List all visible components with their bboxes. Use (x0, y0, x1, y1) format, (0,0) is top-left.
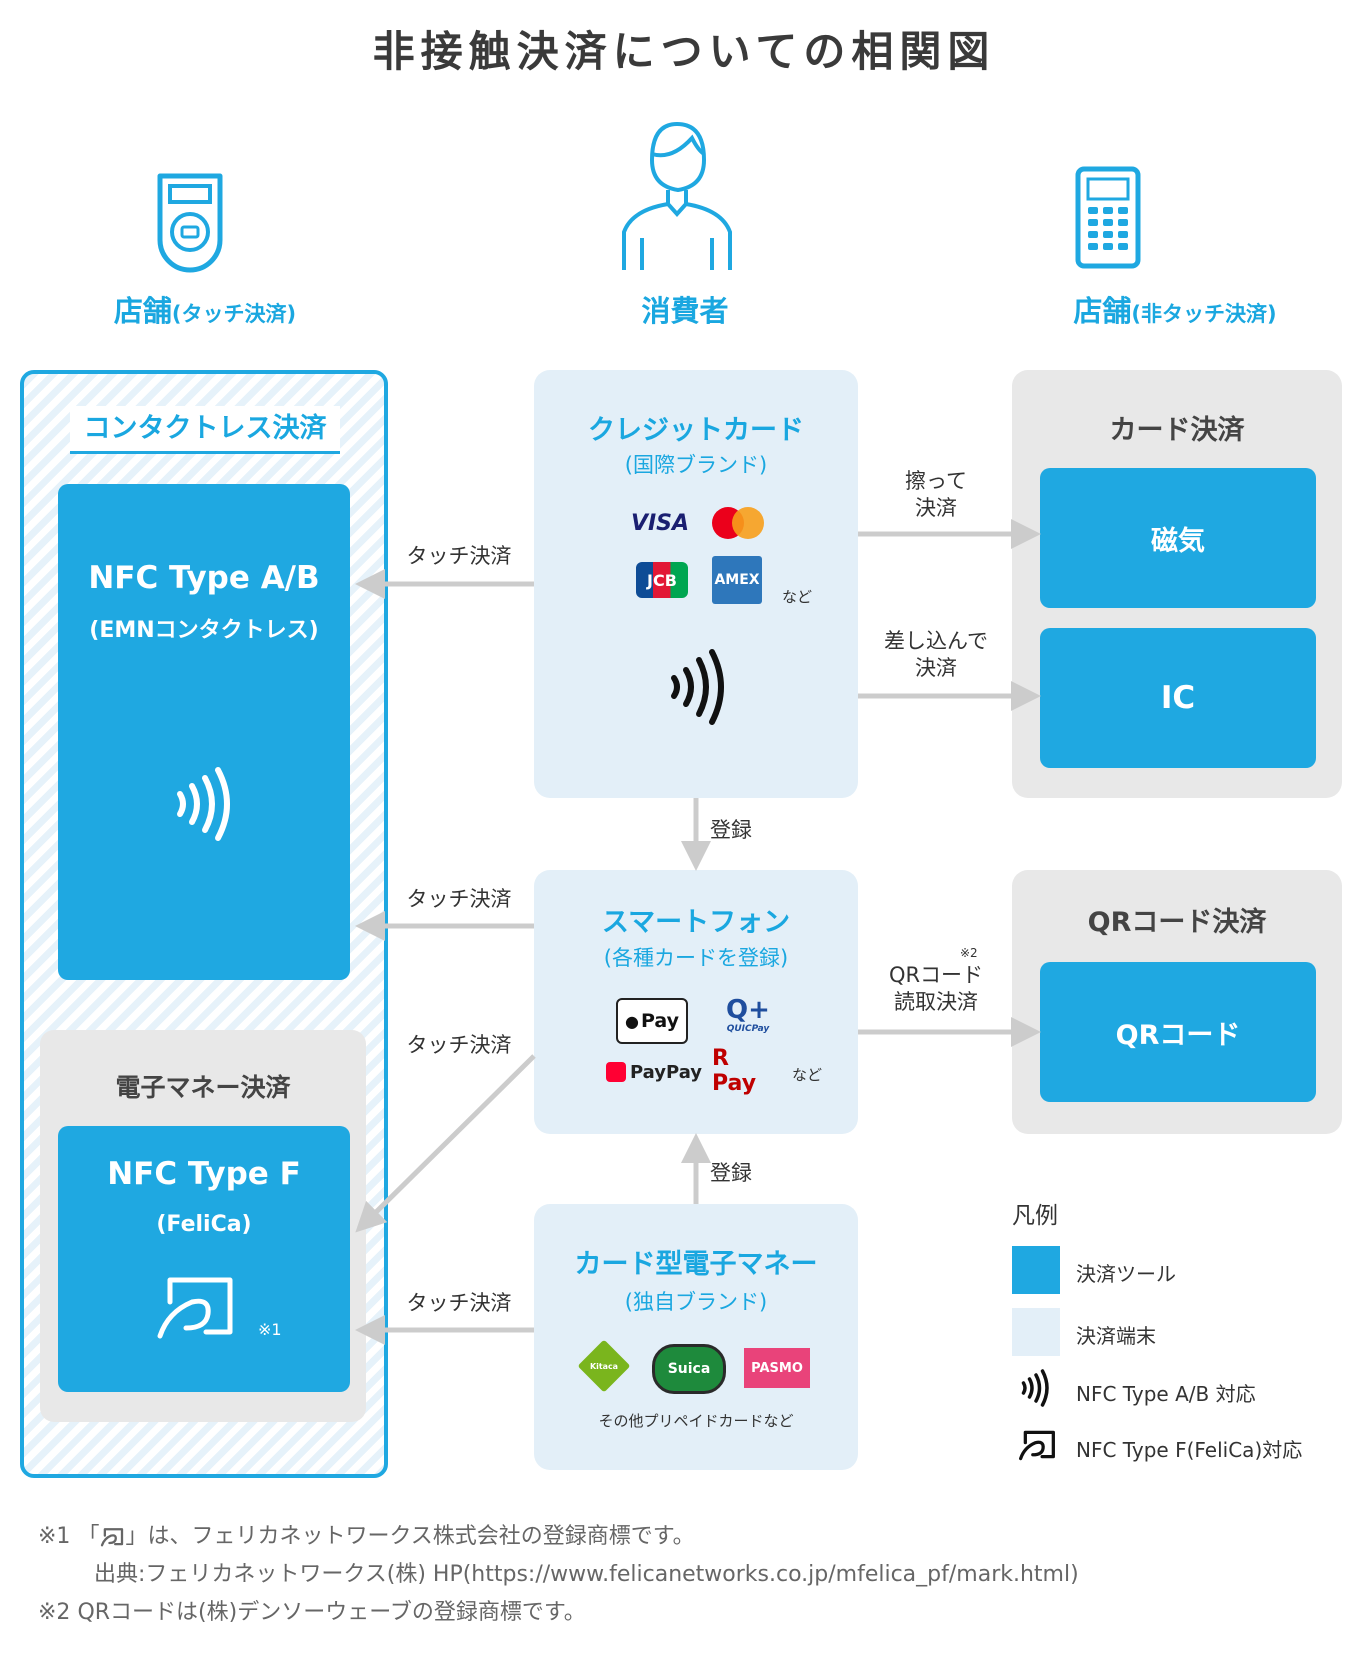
edge-label-touch-phone: タッチ決済 (406, 887, 512, 911)
qr-payment-heading: QRコード決済 (1087, 907, 1267, 938)
store-nontouch-label: 店舗(非タッチ決済) (1030, 288, 1320, 330)
felica-mark-icon (1019, 1430, 1055, 1461)
mastercard-logo (712, 507, 764, 539)
smartphone-sub: (各種カードを登録) (603, 946, 789, 970)
qr-code-label: QRコード (1115, 1019, 1241, 1051)
emoney-card-box (534, 1204, 858, 1470)
footnote-1-source: 出典:フェリカネットワークス(株) HP(https://www.felican… (94, 1562, 1079, 1587)
legend-tool-label: 決済ツール (1076, 1262, 1176, 1286)
nfc-type-f-box (58, 1126, 350, 1392)
consumer-person-icon (622, 121, 732, 270)
footnote-1: ※1 「 」は、フェリカネットワークス株式会社の登録商標です。 (38, 1518, 695, 1550)
qr-code-box: QRコード (1040, 962, 1316, 1102)
store-nontouch-sub: (非タッチ決済) (1131, 302, 1277, 326)
page-title: 非接触決済についての相関図 (372, 27, 996, 76)
footnote-2: ※2 QRコードは(株)デンソーウェーブの登録商標です。 (38, 1594, 586, 1626)
insert-line-1: 差し込んで (884, 629, 988, 653)
emoney-card-sub: (独自ブランド) (624, 1290, 768, 1314)
store-touch-sub: (タッチ決済) (171, 302, 297, 326)
card-reader-icon (1075, 166, 1141, 269)
edge-label-touch-emoney-card: タッチ決済 (406, 1291, 512, 1315)
edge-label-register-credit: 登録 (710, 818, 752, 842)
edge-label-touch-credit: タッチ決済 (406, 544, 512, 568)
apple-pay-label: Pay (640, 1010, 679, 1032)
paypay-logo: PayPay (604, 1058, 704, 1086)
card-payment-heading: カード決済 (1109, 415, 1245, 446)
nfc-f-title: NFC Type F (107, 1156, 301, 1192)
contactless-icon (671, 649, 724, 725)
felica-mark-icon (101, 1528, 124, 1547)
amex-logo: AMEX (712, 556, 762, 604)
quicpay-label: QUICPay (726, 1024, 770, 1034)
footnote-1-mark: ※1 (38, 1524, 71, 1549)
store-touch-label: 店舗(タッチ決済) (60, 288, 350, 330)
legend-terminal-label: 決済端末 (1076, 1324, 1156, 1348)
legend-tool-swatch (1012, 1246, 1060, 1294)
payment-terminal-icon (157, 173, 223, 273)
edge-label-register-emoney: 登録 (710, 1161, 752, 1185)
credit-card-title: クレジットカード (588, 415, 804, 446)
legend-nfc-ab-label: NFC Type A/B 対応 (1076, 1382, 1256, 1406)
edge-label-touch-phone-felica: タッチ決済 (406, 1033, 512, 1057)
credit-more-text: など (782, 588, 813, 606)
qr-read-line-1: QRコード (888, 963, 984, 987)
suica-logo: Suica (652, 1344, 726, 1394)
magnetic-label: 磁気 (1151, 525, 1205, 557)
emoney-card-title: カード型電子マネー (574, 1249, 818, 1280)
felica-mark-icon (157, 1277, 233, 1339)
emoney-heading: 電子マネー決済 (115, 1073, 291, 1102)
suica-label: Suica (667, 1361, 711, 1377)
visa-logo: VISA (630, 510, 690, 536)
nfc-f-sub: (FeliCa) (156, 1212, 252, 1237)
footnote-2-text: QRコードは(株)デンソーウェーブの登録商標です。 (77, 1600, 586, 1625)
credit-card-box (534, 370, 858, 798)
felica-note-marker: ※1 (258, 1320, 282, 1339)
jcb-logo: JCB (636, 562, 688, 598)
arrow-phone-to-nfc-f (355, 1054, 536, 1233)
nfc-ab-sub: (EMNコンタクトレス) (89, 618, 319, 643)
credit-card-sub: (国際ブランド) (624, 453, 768, 477)
store-nontouch-main: 店舗 (1073, 294, 1132, 328)
legend-terminal-swatch (1012, 1308, 1060, 1356)
qr-read-line-2: 読取決済 (894, 990, 978, 1014)
contactless-heading: コンタクトレス決済 (70, 406, 340, 454)
consumer-label: 消費者 (641, 294, 729, 328)
ic-label: IC (1160, 680, 1196, 716)
apple-pay-logo: ●Pay (616, 998, 688, 1044)
footnote-2-mark: ※2 (38, 1600, 71, 1625)
legend-title: 凡例 (1012, 1203, 1058, 1229)
smartphone-box (534, 870, 858, 1134)
quicpay-logo: Q+ QUICPay (716, 996, 780, 1040)
swipe-line-1: 擦って (905, 469, 967, 493)
smartphone-more-text: など (792, 1066, 823, 1084)
pasmo-logo: PASMO (744, 1348, 810, 1388)
contactless-icon (177, 767, 230, 841)
emoney-card-more-text: その他プリペイドカードなど (598, 1412, 794, 1430)
magnetic-box: 磁気 (1040, 468, 1316, 608)
footnote-1-text: 」は、フェリカネットワークス株式会社の登録商標です。 (125, 1524, 695, 1549)
edge-label-qr-read: QRコード 読取決済 (870, 962, 1002, 1016)
edge-label-insert: 差し込んで 決済 (866, 628, 1006, 682)
footnote-1-open: 「 (77, 1524, 100, 1549)
swipe-line-2: 決済 (915, 496, 957, 520)
smartphone-title: スマートフォン (601, 907, 791, 938)
legend-nfc-f-label: NFC Type F(FeliCa)対応 (1076, 1438, 1303, 1462)
edge-label-swipe: 擦って 決済 (876, 468, 996, 522)
store-touch-main: 店舗 (113, 294, 172, 328)
paypay-label: PayPay (629, 1061, 703, 1083)
nfc-type-ab-box (58, 484, 350, 980)
ic-box: IC (1040, 628, 1316, 768)
contactless-icon (1021, 1369, 1049, 1407)
nfc-ab-title: NFC Type A/B (88, 560, 320, 596)
insert-line-2: 決済 (915, 656, 957, 680)
qr-note-marker: ※2 (960, 946, 978, 960)
